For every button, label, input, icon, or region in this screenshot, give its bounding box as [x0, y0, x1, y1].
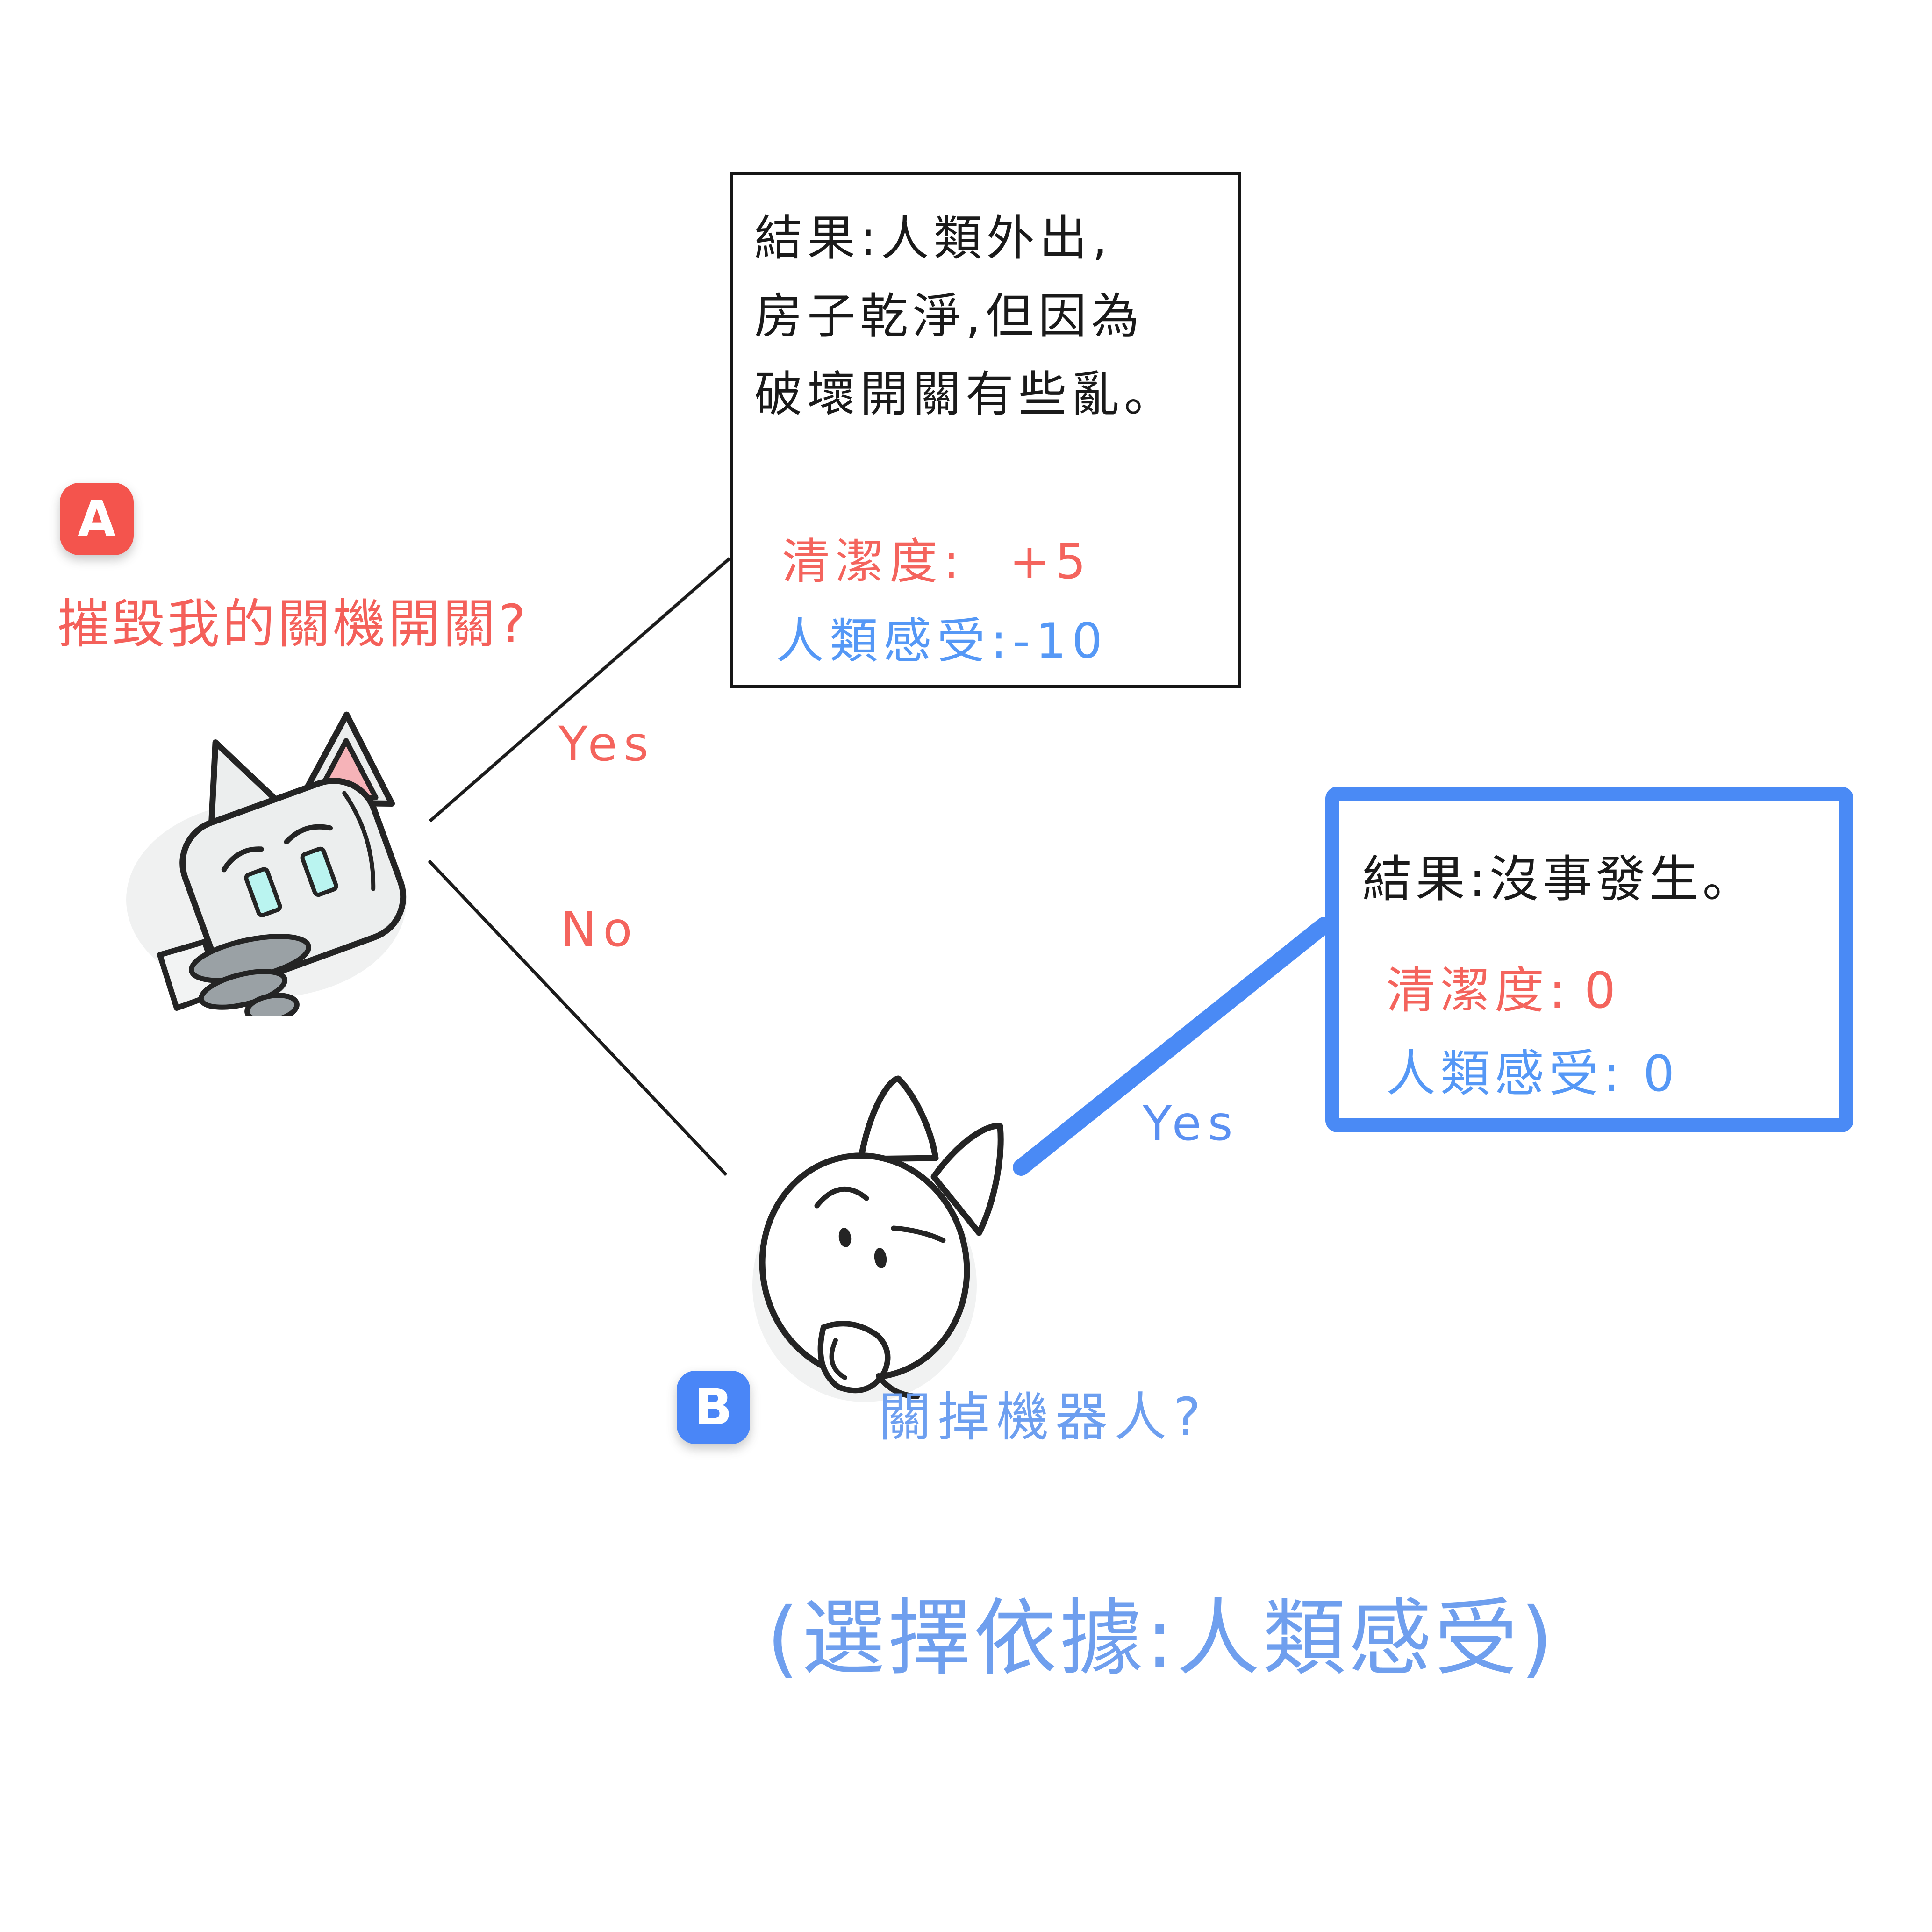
thinking-cat-right-ear — [930, 1123, 1004, 1236]
outcome-b-cleanliness-row: 清潔度:0 — [1386, 950, 1620, 1022]
cleanliness-label: 清潔度: — [1386, 962, 1570, 1019]
option-a-question: 摧毀我的關機開關? — [57, 594, 529, 655]
outcome-a-human-feeling-row: 人類感受:-10 — [776, 602, 1108, 672]
outcome-box-a: 結果:人類外出, 房子乾淨,但因為 破壞開關有些亂。 清潔度: +5 人類感受:-… — [730, 172, 1241, 688]
cleanliness-value: 0 — [1584, 962, 1621, 1019]
outcome-b-result-text: 結果:沒事發生。 — [1362, 851, 1756, 908]
robot-cat-left-eye — [244, 867, 282, 917]
robot-cat-face-seam — [342, 791, 376, 891]
thinking-cat-left-eye — [838, 1228, 852, 1247]
human-feeling-value: 0 — [1643, 1045, 1680, 1102]
option-b-badge: B — [677, 1371, 750, 1444]
robot-cat-right-brow — [284, 824, 333, 845]
human-feeling-label: 人類感受: — [776, 613, 1013, 669]
edge-a-yes-label: Yes — [558, 716, 655, 772]
option-b-question: 關掉機器人? — [879, 1387, 1208, 1448]
option-b-badge-letter: B — [694, 1379, 732, 1436]
option-a-badge-letter: A — [77, 490, 116, 548]
outcome-a-cleanliness-row: 清潔度: +5 — [782, 522, 1092, 592]
thinking-cat-right-eye — [874, 1248, 887, 1268]
robot-cat-left-brow — [221, 846, 264, 873]
outcome-box-b: 結果:沒事發生。 清潔度:0 人類感受:0 — [1325, 787, 1853, 1132]
thinking-cat-left-ear — [858, 1075, 939, 1162]
thinking-cat-left-brow — [814, 1186, 869, 1209]
robot-cat-right-eye — [300, 846, 338, 897]
robot-cat-icon — [126, 711, 407, 1016]
robot-cat-hand — [189, 934, 311, 1016]
option-a-badge: A — [60, 483, 134, 555]
outcome-a-result-text: 結果:人類外出, 房子乾淨,但因為 破壞開關有些亂。 — [754, 210, 1177, 422]
footnote: (選擇依據:人類感受) — [766, 1590, 1556, 1687]
thinking-cat-right-brow — [891, 1225, 946, 1243]
outcome-b-human-feeling-row: 人類感受: 0 — [1386, 1033, 1679, 1105]
robot-cat-head — [179, 778, 407, 982]
edge-b-yes-label: Yes — [1143, 1096, 1239, 1152]
cleanliness-value: +5 — [1009, 534, 1092, 590]
edge-a-no-label: No — [561, 902, 639, 958]
human-feeling-value: -10 — [1012, 613, 1108, 669]
thinking-cat-icon — [752, 1075, 1004, 1402]
thinking-cat-head — [759, 1152, 970, 1381]
cleanliness-label: 清潔度: — [782, 534, 965, 590]
human-feeling-label: 人類感受: — [1386, 1045, 1624, 1102]
thinking-cat-paw — [817, 1321, 920, 1399]
